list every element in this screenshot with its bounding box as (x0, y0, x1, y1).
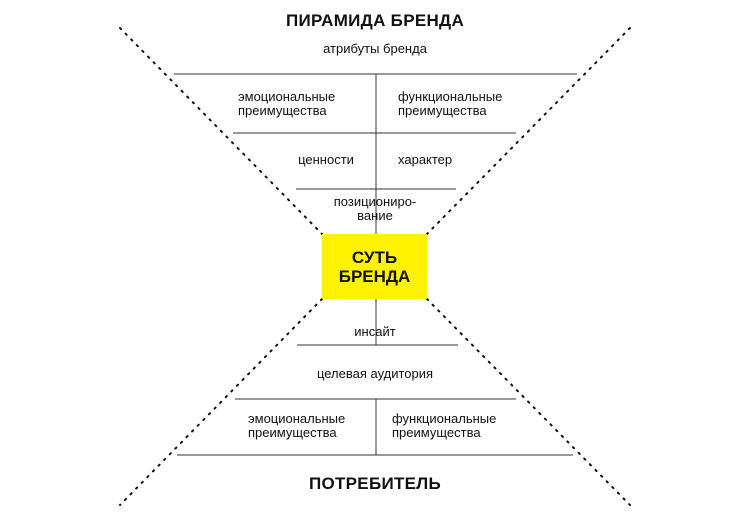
values-label: ценности (298, 152, 354, 167)
bottom-functional-line1: функциональные (392, 411, 497, 426)
diagram-title: ПИРАМИДА БРЕНДА (285, 11, 465, 30)
diagonal-left-top (119, 27, 323, 235)
bottom-functional-benefits-label: функциональные преимущества (392, 412, 522, 440)
top-emotional-benefits-label: эмоциональные преимущества (238, 90, 368, 118)
bottom-emotional-benefits-label: эмоциональные преимущества (248, 412, 373, 440)
bottom-functional-line2: преимущества (392, 425, 481, 440)
top-functional-line1: функциональные (398, 89, 503, 104)
top-emotional-line1: эмоциональные (238, 89, 336, 104)
target-audience-label: целевая аудитория (316, 366, 434, 381)
positioning-line1: позициониро- (333, 194, 417, 209)
top-functional-benefits-label: функциональные преимущества (398, 90, 528, 118)
diagonal-right-bottom (426, 298, 631, 506)
bottom-emotional-line2: преимущества (248, 425, 337, 440)
brand-attributes-label: атрибуты бренда (323, 41, 427, 56)
top-emotional-line2: преимущества (238, 103, 327, 118)
top-functional-line2: преимущества (398, 103, 487, 118)
bottom-emotional-line1: эмоциональные (248, 411, 346, 426)
positioning-line2: вание (357, 208, 393, 223)
brand-essence-line1: СУТЬ (351, 247, 398, 267)
brand-essence-box: СУТЬ БРЕНДА (322, 234, 427, 299)
positioning-label: позициониро- вание (300, 195, 450, 223)
brand-essence-line2: БРЕНДА (338, 266, 411, 286)
character-label: характер (398, 152, 453, 167)
diagonal-right-top (426, 27, 631, 235)
insight-label: инсайт (354, 324, 396, 339)
consumer-label: ПОТРЕБИТЕЛЬ (308, 474, 442, 493)
diagonal-left-bottom (119, 298, 323, 506)
